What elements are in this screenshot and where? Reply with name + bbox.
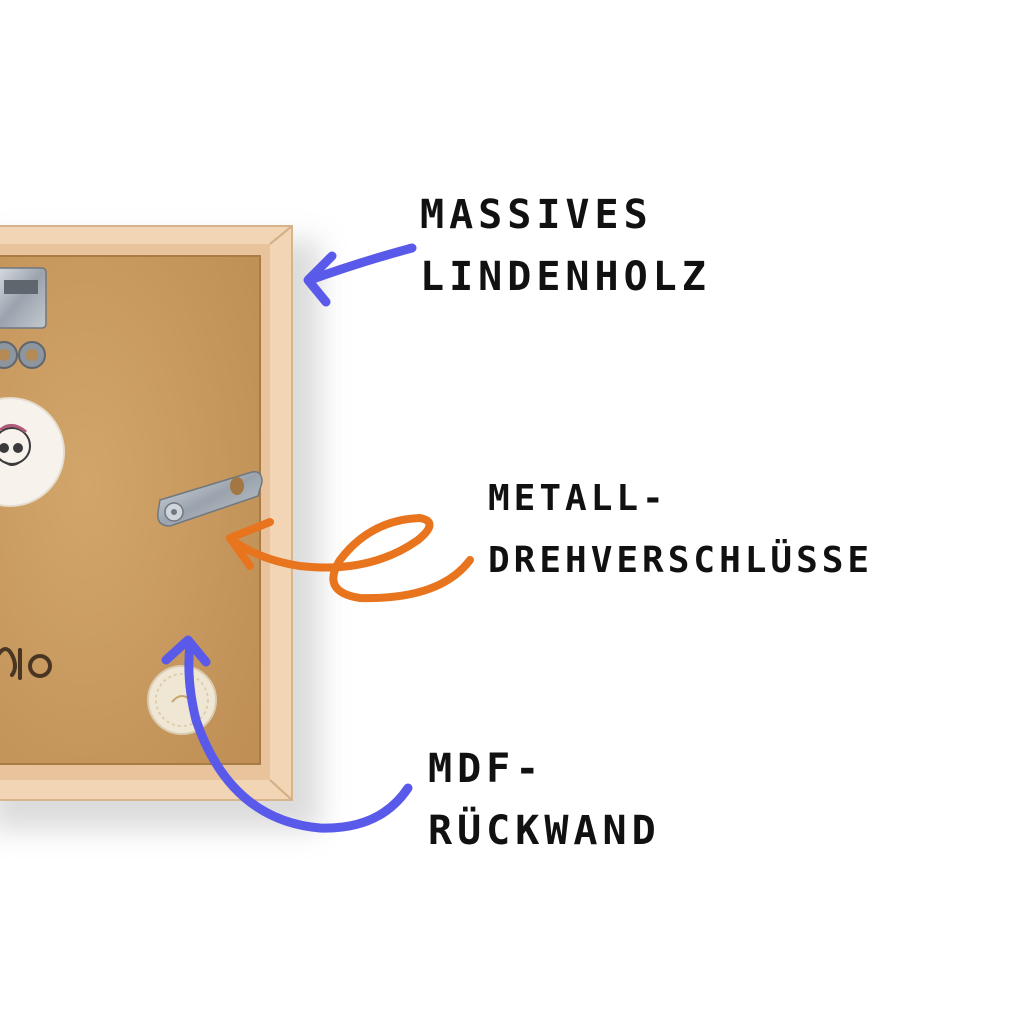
label-mdf-line1: MDF-: [428, 746, 545, 792]
label-lock-line1: METALL-: [488, 478, 668, 519]
arrow-mdf: [161, 635, 413, 833]
label-mdf-back-panel: MDF- RÜCKWAND: [428, 738, 661, 862]
arrow-wood: [303, 243, 417, 307]
round-sticker: [0, 397, 65, 507]
arrow-lock: [226, 514, 474, 603]
label-lock-line2: DREHVERSCHLÜSSE: [488, 540, 874, 581]
logo-mark: [0, 647, 52, 680]
label-metal-turn-buttons: METALL- DREHVERSCHLÜSSE: [488, 468, 873, 592]
label-wood-line2: LINDENHOLZ: [420, 254, 711, 300]
certificate-sticker: [147, 665, 217, 735]
mdf-back-board: [0, 255, 261, 765]
label-mdf-line2: RÜCKWAND: [428, 808, 661, 854]
label-massive-linden-wood: MASSIVES LINDENHOLZ: [420, 184, 711, 308]
metal-turn-button: [157, 470, 263, 527]
sawtooth-hanger: [0, 267, 47, 369]
label-wood-line1: MASSIVES: [420, 192, 653, 238]
